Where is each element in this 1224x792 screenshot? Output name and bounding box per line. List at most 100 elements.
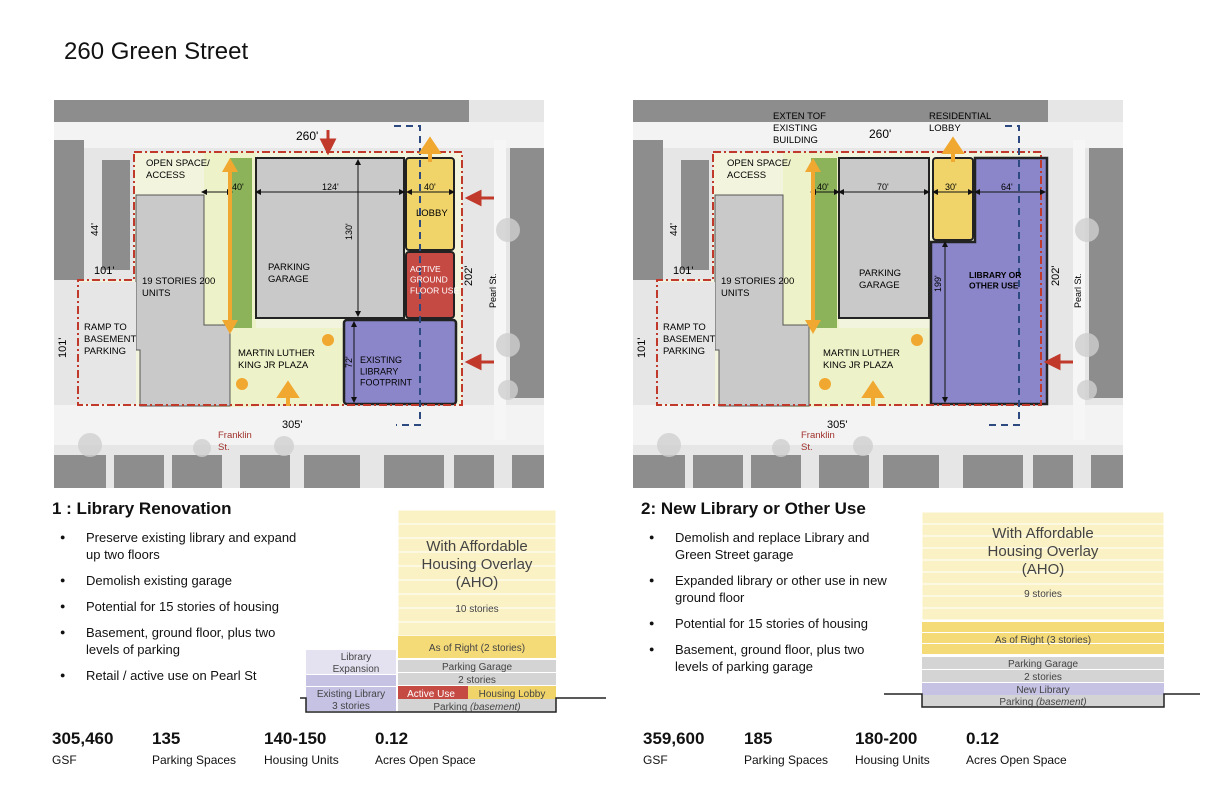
stack2-parking-garage: Parking Garage (1008, 659, 1078, 670)
option2-bullet: Expanded library or other use in new gro… (641, 572, 891, 606)
stack1-aho-title-1: With Affordable (426, 538, 527, 555)
plan-label-line: LOBBY (929, 123, 961, 134)
plan-label-line: BASEMENT (84, 334, 136, 345)
plan-label-line: GARAGE (859, 280, 900, 291)
stack1-parking-garage: Parking Garage (442, 662, 512, 673)
plan1-width-40a: 40' (232, 182, 244, 192)
stack1-existing-library: Existing Library (317, 689, 385, 700)
option2-bullet: Potential for 15 stories of housing (641, 615, 891, 632)
plan-label-line: EXISTING (773, 123, 817, 134)
plan2-width-40: 40' (817, 182, 829, 192)
plan2-mid-dim: 101' (673, 265, 693, 277)
plan-label-line: OTHER USE (969, 281, 1019, 291)
plan-label-line: Franklin (801, 430, 835, 441)
plan-label-line: GROUND (410, 275, 448, 285)
plan-label-line: RAMP TO (84, 322, 127, 333)
plan-label-line: Franklin (218, 430, 252, 441)
stack2-parking-basement: Parking (999, 697, 1033, 708)
option1-stat-housing: 140-150 Housing Units (264, 729, 339, 767)
plan-label-line: FLOOR USE (410, 285, 459, 295)
option1-stat-open-space: 0.12 Acres Open Space (375, 729, 476, 767)
plan-label-line: RESIDENTIAL (929, 111, 991, 122)
stat-label: Parking Spaces (152, 753, 237, 767)
plan-label-line: PARKING (859, 268, 901, 279)
option2-bullet: Demolish and replace Library and Green S… (641, 529, 891, 563)
plan-label-line: KING JR PLAZA (238, 360, 309, 371)
plan-label-line: EXISTING (360, 355, 402, 365)
plan2-bottom-dim: 305' (827, 419, 847, 431)
option1-bullet: Retail / active use on Pearl St (52, 667, 302, 684)
stack2-basement-note: (basement) (1036, 697, 1087, 708)
plan1-lobby: LOBBY (416, 208, 448, 219)
plan-label-line: RAMP TO (663, 322, 706, 333)
stat-label: Acres Open Space (375, 753, 476, 767)
plan-label-line: MARTIN LUTHER (823, 348, 900, 359)
plan1-left-dim: 101' (57, 338, 69, 358)
stack1-as-of-right: As of Right (2 stories) (429, 643, 525, 654)
stack2-aho-title-1: With Affordable (992, 525, 1093, 542)
plan2-depth-199: 199' (933, 275, 943, 292)
stat-label: Housing Units (855, 753, 930, 767)
plan-label-line: OPEN SPACE/ (727, 158, 791, 169)
plan-label-line: FOOTPRINT (360, 378, 412, 388)
plan1-depth-72: 72' (344, 356, 354, 368)
option2-heading: 2: New Library or Other Use (641, 499, 866, 518)
plan1-right-dim: 202' (463, 266, 475, 286)
plan-label-line: ACCESS (727, 170, 766, 181)
option1-stat-parking: 135 Parking Spaces (152, 729, 236, 767)
option1-bullets: Preserve existing library and expand up … (52, 529, 302, 693)
stack2-aho-title-3: (AHO) (1022, 561, 1065, 578)
stack1-housing-lobby: Housing Lobby (479, 689, 546, 700)
svg-text:Parking (basement): Parking (basement) (999, 697, 1086, 708)
plan1-mid-dim: 101' (94, 265, 114, 277)
stack1-lib-expansion-2: Expansion (333, 664, 380, 675)
plan-label-line: KING JR PLAZA (823, 360, 894, 371)
plan-label-line: ACTIVE (410, 264, 441, 274)
plan-label-line: St. (801, 442, 813, 453)
plan2-street-right: Pearl St. (1073, 273, 1083, 308)
option1-bullet: Preserve existing library and expand up … (52, 529, 302, 563)
plan2-width-64: 64' (1001, 182, 1013, 192)
option2-massing-stack: With Affordable Housing Overlay (AHO) 9 … (884, 510, 1200, 710)
stat-value: 180-200 (855, 729, 918, 748)
stack1-parking-basement: Parking (433, 702, 467, 713)
plan2-open-space: OPEN SPACE/ACCESS (727, 158, 791, 181)
plan2-top-dim: 260' (869, 127, 891, 141)
stack1-active-use: Active Use (407, 689, 455, 700)
page-title: 260 Green Street (64, 38, 249, 65)
plan-label-line: PARKING (663, 346, 705, 357)
plan-label-line: 19 STORIES 200 (142, 276, 215, 287)
option1-bullet: Basement, ground floor, plus two levels … (52, 624, 302, 658)
plan-label-line: MARTIN LUTHER (238, 348, 315, 359)
option1-heading: 1 : Library Renovation (52, 499, 232, 518)
stat-value: 140-150 (264, 729, 327, 748)
plan-label-line: LIBRARY (360, 366, 398, 376)
option2-stat-gsf: 359,600 GSF (643, 729, 704, 767)
stat-value: 185 (744, 729, 773, 748)
plan-label-line: ACCESS (146, 170, 185, 181)
stack1-three-stories: 3 stories (332, 701, 370, 712)
plan1-bottom-dim: 305' (282, 419, 302, 431)
stack1-aho-stories: 10 stories (455, 604, 498, 615)
plan-label-line: 19 STORIES 200 (721, 276, 794, 287)
plan-label-line: EXTEN TOF (773, 111, 826, 122)
stack2-two-stories: 2 stories (1024, 672, 1062, 683)
stat-value: 0.12 (375, 729, 409, 748)
plan2-left-dim: 101' (636, 338, 648, 358)
plan2-right-dim: 202' (1050, 266, 1062, 286)
stat-label: GSF (643, 753, 668, 767)
plan-label-line: BUILDING (773, 135, 818, 146)
plan-label-line: PARKING (84, 346, 126, 357)
